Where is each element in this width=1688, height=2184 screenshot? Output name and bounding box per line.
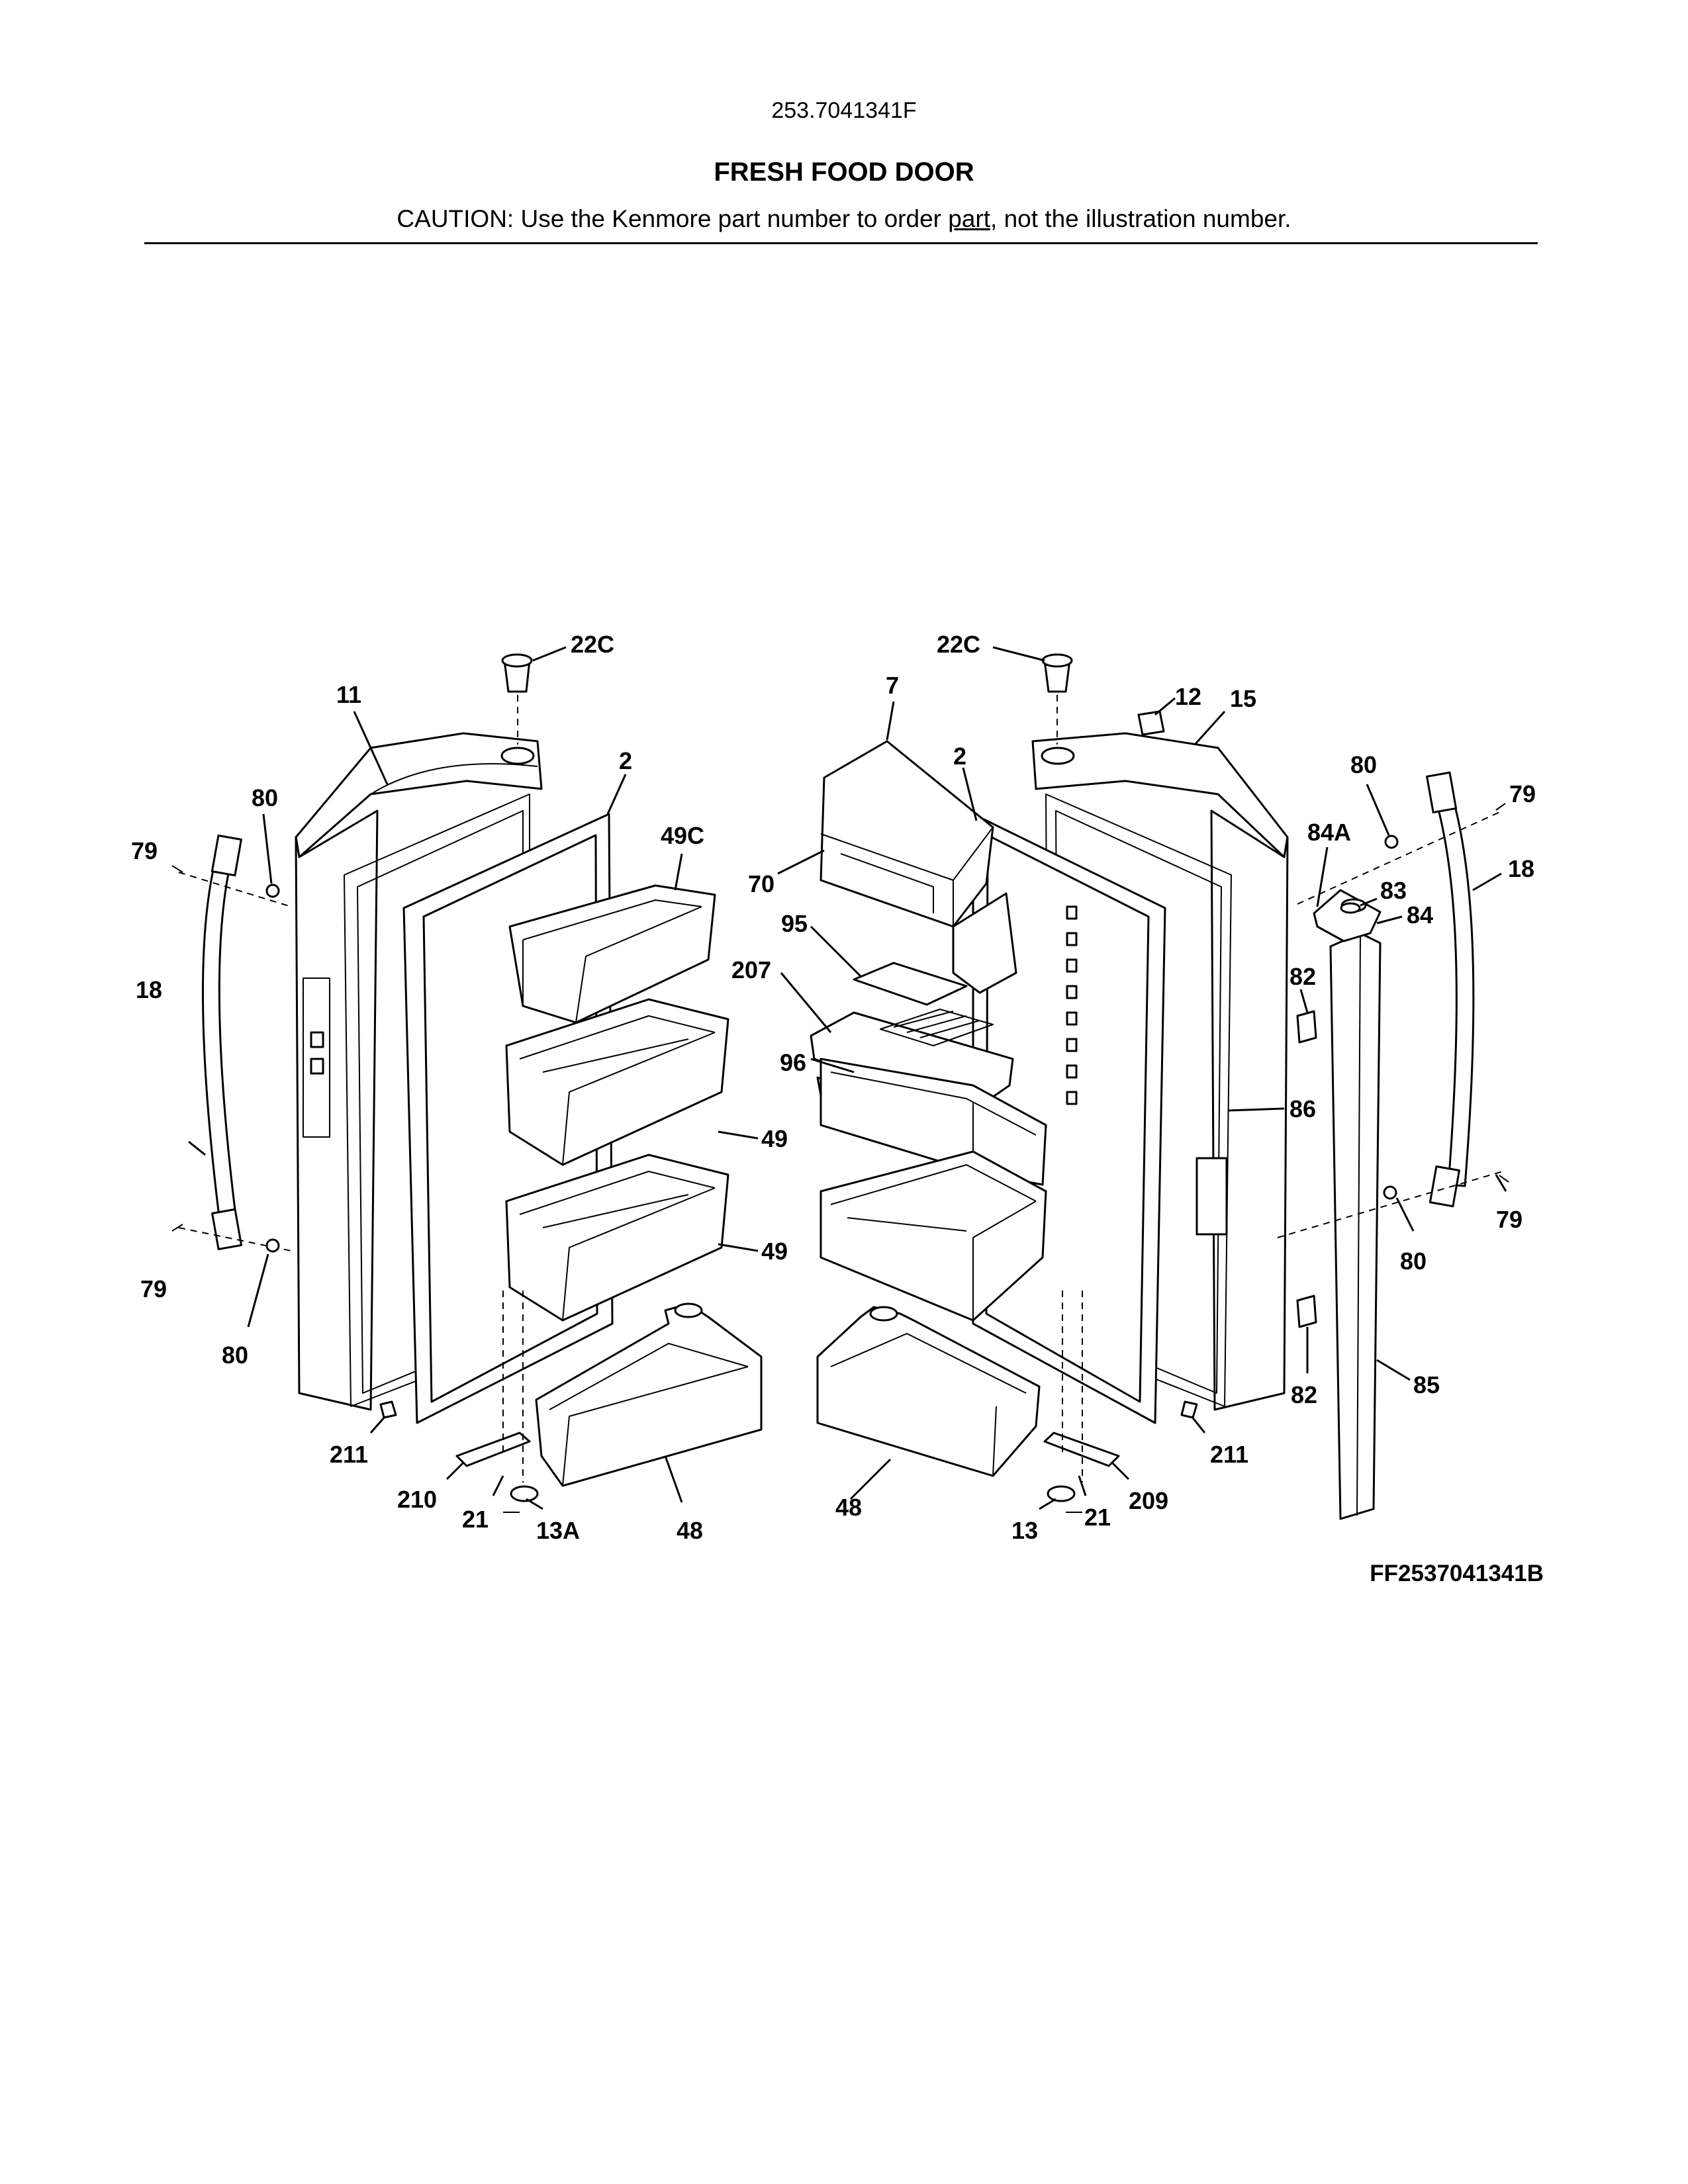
callout-82-lower: 82 (1291, 1381, 1317, 1408)
callout-13: 13 (1011, 1517, 1038, 1544)
callout-49-lower: 49 (761, 1238, 788, 1265)
right-cap-22c (1041, 653, 1073, 745)
callout-207: 207 (731, 956, 771, 983)
left-cap-22c (501, 653, 533, 745)
clip-82-upper (1296, 1010, 1317, 1044)
left-door-bin-49-upper (505, 998, 729, 1166)
callout-49c: 49C (661, 822, 704, 849)
callout-209: 209 (1129, 1487, 1168, 1514)
section-title: FRESH FOOD DOOR (714, 158, 974, 187)
callout-84: 84 (1407, 901, 1433, 929)
callout-79-upper-left: 79 (131, 837, 158, 864)
callout-96: 96 (780, 1049, 806, 1076)
model-number: 253.7041341F (771, 98, 917, 123)
callout-211-right: 211 (1210, 1441, 1248, 1468)
right-door-bin-49-lower (820, 1150, 1047, 1322)
callout-48-right: 48 (835, 1494, 862, 1521)
left-door-shell (295, 732, 543, 1411)
left-door-bin-49c (508, 884, 716, 1024)
left-screws (171, 865, 280, 1253)
callout-86: 86 (1289, 1095, 1316, 1122)
right-screws (1383, 803, 1509, 1200)
right-door-shelf-posts (1066, 905, 1078, 1105)
callout-49-upper: 49 (761, 1125, 788, 1152)
callout-79-lower-right: 79 (1496, 1206, 1523, 1233)
cap-83 (1340, 902, 1361, 914)
left-door-bin-49-lower (505, 1154, 729, 1322)
callout-2-right: 2 (953, 743, 966, 770)
callout-80-upper-right: 80 (1350, 751, 1377, 778)
callout-84a: 84A (1307, 819, 1351, 846)
left-hinge-assembly (379, 1400, 539, 1513)
callout-21-left: 21 (462, 1506, 489, 1533)
callout-85: 85 (1413, 1371, 1440, 1398)
callout-79-upper-right: 79 (1509, 780, 1536, 807)
callout-15: 15 (1230, 685, 1256, 712)
callout-48-left: 48 (677, 1517, 703, 1544)
header-rule (144, 242, 1538, 244)
label-12 (1137, 710, 1165, 736)
clip-82-lower (1296, 1295, 1317, 1328)
callout-22c-right: 22C (937, 631, 980, 658)
callout-80-lower-left: 80 (222, 1342, 248, 1369)
callout-2-left: 2 (619, 747, 632, 774)
figure-code: FF2537041341B (1370, 1561, 1544, 1586)
center-mullion-85 (1329, 932, 1382, 1520)
callout-21-right: 21 (1084, 1504, 1111, 1531)
callout-18-left: 18 (136, 976, 162, 1003)
caution-note: CAUTION: Use the Kenmore part number to … (0, 205, 1688, 233)
callout-7: 7 (886, 672, 899, 699)
callout-22c-left: 22C (571, 631, 614, 658)
callout-70: 70 (748, 870, 774, 897)
left-bottom-bin-48 (535, 1302, 763, 1487)
caution-prefix: CAUTION: Use the Kenmore part number to … (397, 205, 949, 232)
mullion-hinge-84a (1313, 889, 1382, 942)
left-handle-18 (202, 834, 243, 1251)
callout-210: 210 (397, 1486, 437, 1513)
callout-11: 11 (336, 681, 361, 708)
water-tray-95 (853, 962, 968, 1006)
callout-12: 12 (1175, 683, 1201, 710)
callout-18-right: 18 (1508, 855, 1534, 882)
callout-211-left: 211 (330, 1441, 368, 1468)
right-handle-18 (1426, 771, 1475, 1208)
callout-82-upper: 82 (1289, 963, 1316, 990)
leader-lines (188, 646, 1507, 1510)
callout-95: 95 (781, 910, 808, 937)
callout-83: 83 (1380, 877, 1407, 904)
right-hinge-assembly (1043, 1400, 1198, 1513)
caution-suffix: , not the illustration number. (990, 205, 1291, 232)
callout-80-upper-left: 80 (252, 784, 278, 811)
callout-13a: 13A (536, 1517, 580, 1544)
callout-labels: 22C 11 2 49C 80 79 18 79 80 49 49 211 21… (131, 631, 1536, 1544)
dispenser-housing-7 (820, 740, 1017, 994)
callout-79-lower-left: 79 (140, 1275, 167, 1302)
caution-underlined-word: part (948, 205, 991, 232)
callout-80-lower-right: 80 (1400, 1248, 1427, 1275)
right-bottom-bin-48 (816, 1306, 1041, 1477)
